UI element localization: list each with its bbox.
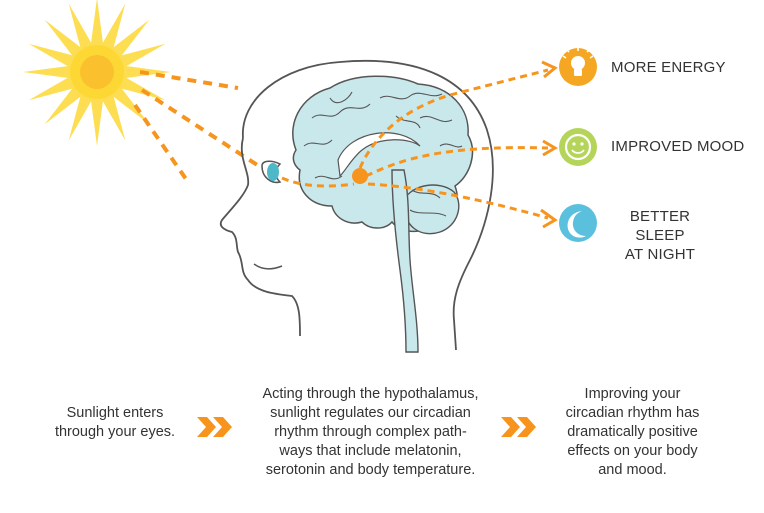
step-3-line1: Improving your — [584, 386, 681, 402]
benefit-label-energy: MORE ENERGY — [611, 59, 726, 76]
pathway-arrowheads — [540, 60, 558, 229]
step-3-line4: effects on your body — [567, 443, 698, 459]
step-3-line5: and mood. — [598, 462, 667, 478]
benefit-label-sleep-line2: AT NIGHT — [624, 246, 696, 263]
step-2-line2: sunlight regulates our circadian — [270, 405, 471, 421]
benefit-label-sleep: BETTER SLEEP AT NIGHT — [604, 207, 716, 264]
step-1-text: Sunlight enters through your eyes. — [40, 404, 190, 442]
step-3-text: Improving your circadian rhythm has dram… — [540, 385, 725, 480]
benefit-label-sleep-line1: BETTER SLEEP — [629, 208, 691, 244]
step-2-line1: Acting through the hypothalamus, — [262, 386, 479, 402]
neural-pathways — [281, 68, 549, 220]
step-3-line2: circadian rhythm has — [565, 405, 700, 421]
sunlight-rays — [133, 70, 270, 184]
sun-icon — [23, 0, 171, 146]
step-1-line2: through your eyes. — [54, 424, 176, 440]
lightbulb-icon — [559, 48, 597, 86]
brain — [292, 75, 474, 353]
step-2-line5: serotonin and body temperature. — [265, 462, 476, 478]
step-1-line1: Sunlight enters — [66, 405, 164, 421]
step-3-line3: dramatically positive — [567, 424, 698, 440]
hypothalamus-marker — [352, 168, 368, 184]
step-2-line3: rhythm through complex path- — [274, 424, 467, 440]
step-2-line4: ways that include melatonin, — [279, 443, 462, 459]
chevron-right-icon-2 — [501, 417, 536, 437]
step-2-text: Acting through the hypothalamus, sunligh… — [238, 385, 503, 480]
benefit-label-mood: IMPROVED MOOD — [611, 138, 745, 155]
eye — [261, 160, 282, 184]
head-profile — [219, 60, 494, 351]
chevron-right-icon-1 — [197, 417, 232, 437]
smiley-icon — [559, 128, 597, 166]
moon-icon — [559, 204, 597, 242]
